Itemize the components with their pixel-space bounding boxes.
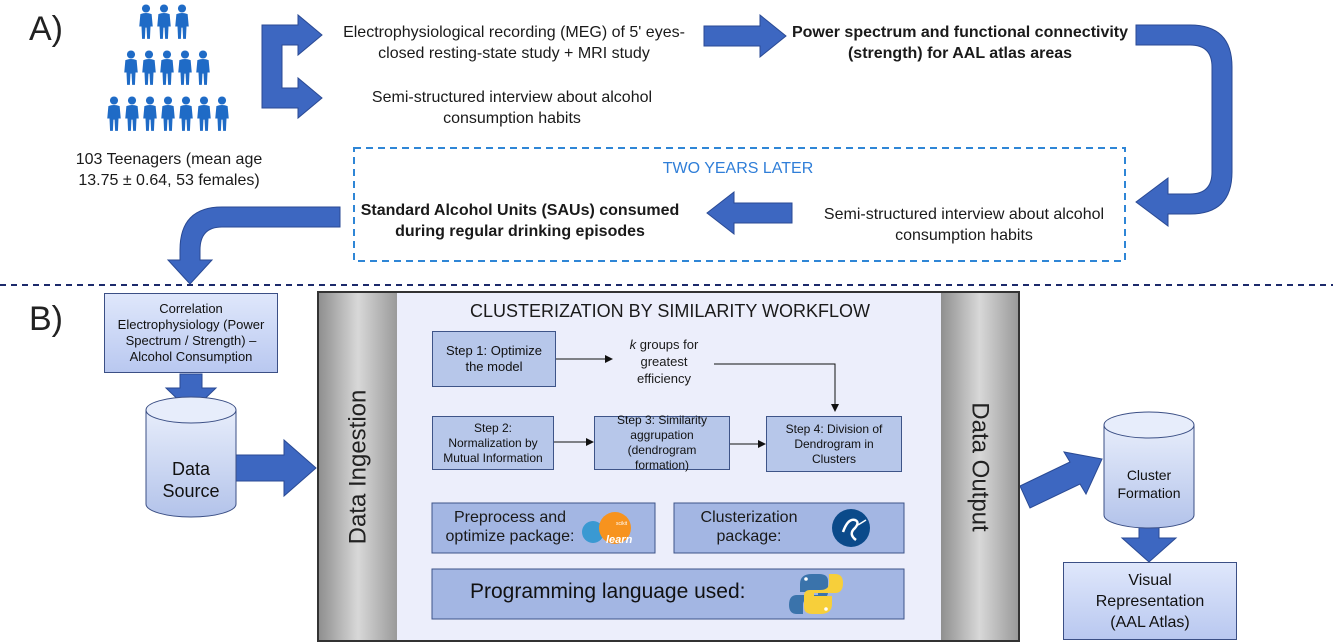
preprocess-label: Preprocess and optimize package:	[445, 509, 575, 545]
participants-text: 103 Teenagers (mean age 13.75 ± 0.64, 53…	[75, 151, 263, 189]
two-years-later-title: TWO YEARS LATER	[662, 160, 814, 177]
visual-representation-box: Visual Representation (AAL Atlas)	[1063, 562, 1237, 640]
data-ingestion-column: Data Ingestion	[319, 293, 397, 640]
data-ingestion-bar	[319, 293, 397, 640]
sklearn-logo-small: scikit	[616, 521, 628, 527]
step2-text: Step 2: Normalization by Mutual Informat…	[443, 420, 543, 465]
section-b-label: B)	[29, 300, 63, 338]
participants-icon	[107, 4, 229, 131]
workflow-title: CLUSTERIZATION BY SIMILARITY WORKFLOW	[469, 301, 871, 321]
recording-text: Electrophysiological recording (MEG) of …	[343, 24, 685, 62]
arrow-a-to-b	[166, 206, 341, 285]
step4-text: Step 4: Division of Dendrogram in Cluste…	[785, 421, 883, 466]
step2-box: Step 2: Normalization by Mutual Informat…	[432, 416, 554, 470]
sklearn-logo-text: learn	[606, 534, 633, 546]
step3-box: Step 3: Similarity aggrupation (dendrogr…	[594, 413, 730, 472]
step3-text: Step 3: Similarity aggrupation (dendrogr…	[616, 413, 708, 472]
step4-box: Step 4: Division of Dendrogram in Cluste…	[766, 416, 902, 472]
correlation-text: Correlation Electrophysiology (Power Spe…	[117, 301, 265, 364]
data-output-label: Data Output	[966, 401, 994, 532]
arrow-spectrum-to-interview	[1135, 24, 1233, 227]
spectrum-text: Power spectrum and functional connectivi…	[791, 24, 1129, 62]
interview-text: Semi-structured interview about alcohol …	[371, 89, 653, 127]
k-groups-label: groups for greatest efficiency	[636, 337, 699, 386]
cluster-formation-cylinder	[1103, 411, 1195, 529]
arrow-k-to-step4	[714, 363, 839, 412]
arrow-cluster-to-visual	[1120, 525, 1178, 563]
language-label: Programming language used:	[470, 580, 746, 603]
cluster-formation-label: Cluster Formation	[1117, 467, 1181, 501]
saus-text: Standard Alcohol Units (SAUs) consumed d…	[360, 202, 680, 240]
arrow-output-to-cluster	[1019, 451, 1103, 509]
arrow-interview-to-saus	[706, 190, 793, 236]
correlation-box: Correlation Electrophysiology (Power Spe…	[104, 293, 278, 373]
two-years-later-box	[353, 147, 1126, 262]
data-source-cylinder	[145, 396, 237, 518]
fork-arrow	[261, 13, 323, 120]
python-logo	[789, 574, 843, 614]
k-groups-text: k groups for greatest efficiency	[614, 336, 714, 387]
visual-representation-text: Visual Representation (AAL Atlas)	[1095, 571, 1205, 631]
data-output-bar	[941, 293, 1018, 640]
section-a-label: A)	[29, 10, 63, 48]
scikit-learn-logo	[582, 512, 631, 544]
interview-later-text: Semi-structured interview about alcohol …	[823, 206, 1105, 244]
scipy-logo	[832, 509, 870, 547]
arrow-recording-to-spectrum	[703, 13, 787, 59]
arrow-source-to-ingestion	[233, 438, 317, 498]
k-symbol: k	[629, 337, 637, 352]
data-output-column: Data Output	[941, 293, 1018, 640]
step1-box: Step 1: Optimize the model	[432, 331, 556, 387]
step1-text: Step 1: Optimize the model	[445, 343, 543, 374]
data-source-label: Data Source	[162, 459, 220, 501]
clusterization-package-label: Clusterization package:	[700, 509, 798, 545]
data-ingestion-label: Data Ingestion	[344, 389, 371, 544]
